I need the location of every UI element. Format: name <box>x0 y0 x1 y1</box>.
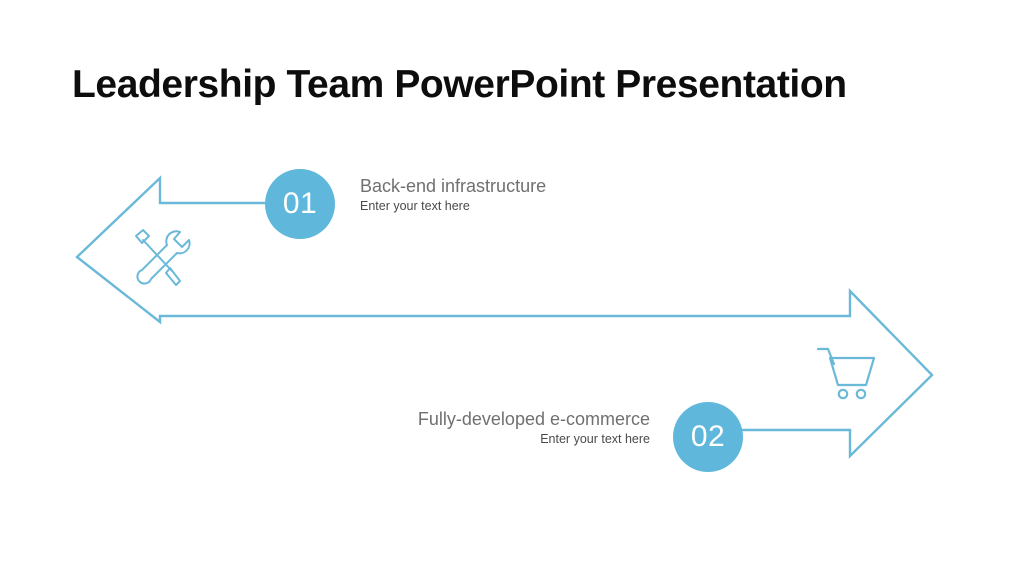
tools-icon <box>135 229 191 286</box>
step-circle-01[interactable]: 01 <box>265 169 335 239</box>
page-title: Leadership Team PowerPoint Presentation <box>72 63 847 106</box>
step-text-block-02: Fully-developed e-commerce Enter your te… <box>418 409 650 447</box>
shopping-cart-icon <box>816 347 876 400</box>
step-number-01: 01 <box>282 187 318 220</box>
step-headline-02: Fully-developed e-commerce <box>417 409 650 429</box>
step-headline-01: Back-end infrastructure <box>360 176 547 196</box>
step-subline-01[interactable]: Enter your text here <box>360 198 470 213</box>
step-subline-02[interactable]: Enter your text here <box>540 431 650 446</box>
step-text-block-01: Back-end infrastructure Enter your text … <box>360 176 546 214</box>
step-number-02: 02 <box>690 420 726 453</box>
step-circle-02[interactable]: 02 <box>673 402 743 472</box>
